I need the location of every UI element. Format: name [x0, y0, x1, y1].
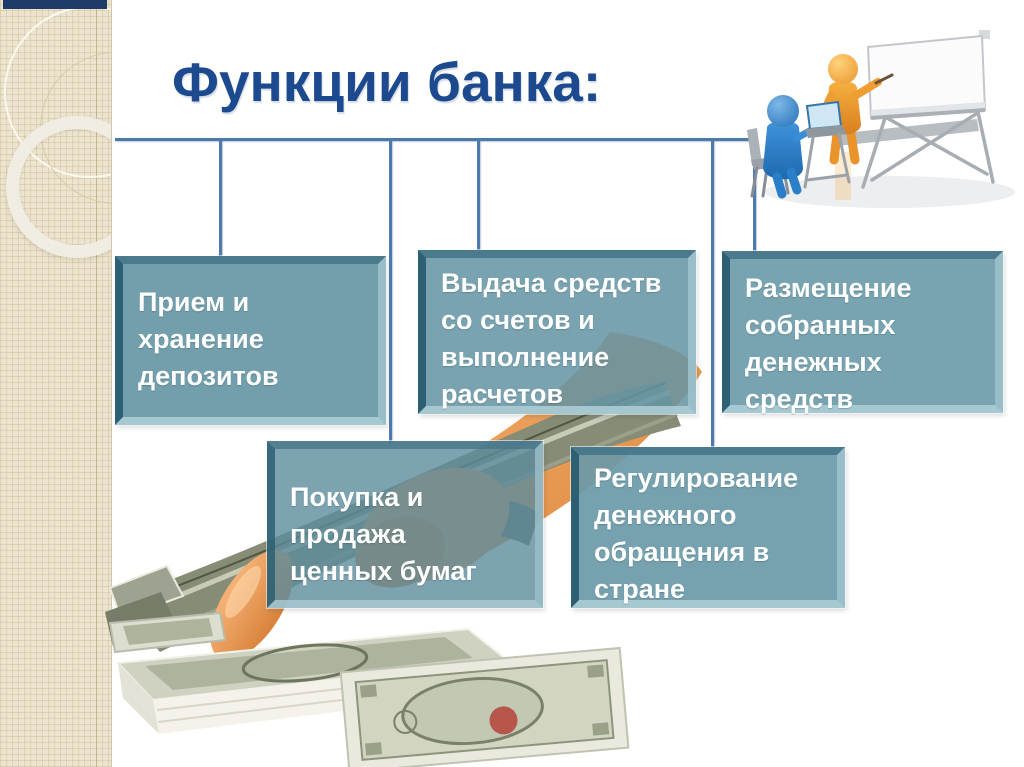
floor-shadow	[765, 176, 1015, 208]
page-title: Функции банка:	[172, 51, 602, 113]
function-box-securities: Покупка и продажа ценных бумаг	[267, 441, 543, 608]
presenter-clipart	[747, 30, 1015, 208]
function-box-placement: Размещение собранных денежных средств	[722, 251, 1003, 414]
navy-accent-bar	[3, 0, 107, 9]
function-box-payout: Выдача средств со счетов и выполнение ра…	[418, 250, 696, 414]
connector-deposits	[219, 138, 222, 258]
function-box-label: Регулирование денежного обращения в стра…	[594, 463, 799, 604]
connector-placement	[753, 138, 756, 254]
connector-payout	[477, 138, 480, 252]
connector-regulation	[711, 138, 714, 449]
function-box-label: Прием и хранение депозитов	[138, 287, 279, 391]
function-box-label: Выдача средств со счетов и выполнение ра…	[441, 268, 662, 409]
function-box-regulation: Регулирование денежного обращения в стра…	[571, 447, 845, 608]
function-box-label: Размещение собранных денежных средств	[745, 273, 912, 414]
function-box-label: Покупка и продажа ценных бумаг	[290, 482, 477, 586]
function-box-deposits: Прием и хранение депозитов	[115, 256, 386, 425]
connector-horizontal	[115, 138, 756, 141]
connector-securities	[389, 138, 392, 444]
sidebar-line	[96, 0, 97, 767]
sidebar-decoration	[0, 0, 112, 767]
